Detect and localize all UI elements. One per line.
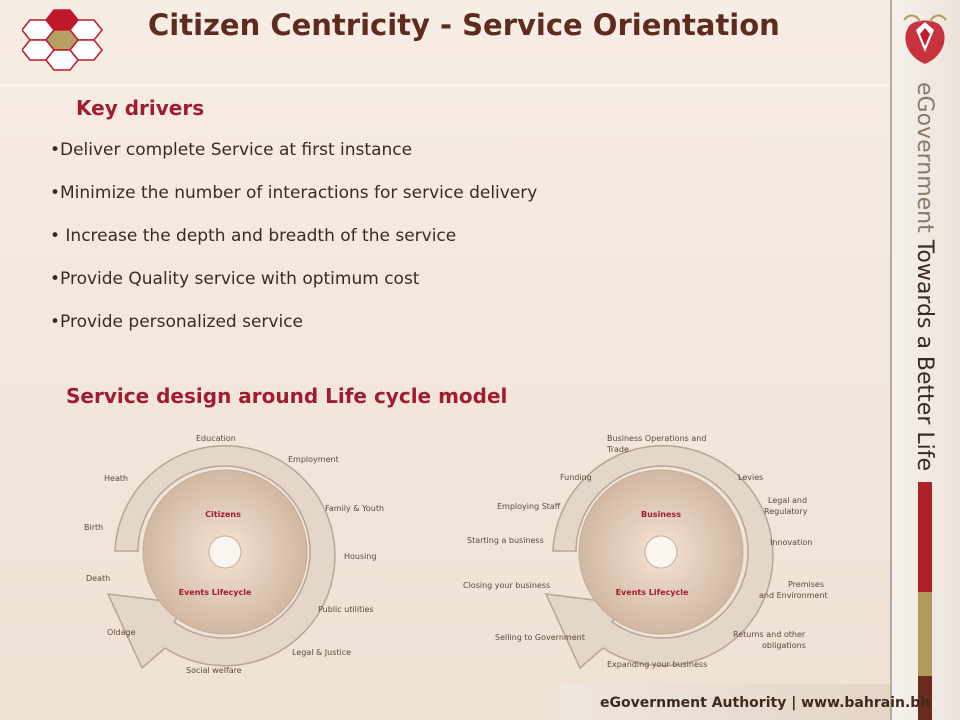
list-item: • Increase the depth and breadth of the … xyxy=(50,226,457,246)
center-label-bottom: Events Lifecycle xyxy=(179,588,252,597)
lifecycle-label: Expanding your business xyxy=(607,660,707,669)
lifecycle-label: Employment xyxy=(288,455,339,464)
lifecycle-heading: Service design around Life cycle model xyxy=(66,384,508,408)
lifecycle-label: Returns and other xyxy=(733,630,806,639)
slide: Citizen Centricity - Service Orientation… xyxy=(0,0,890,720)
lifecycle-label: Business Operations and xyxy=(607,434,706,443)
lifecycle-label: Funding xyxy=(560,473,592,482)
lifecycle-label: Legal and xyxy=(768,496,807,505)
footer-band xyxy=(560,684,890,720)
citizen-lifecycle-diagram: Citizens Events Lifecycle Education Empl… xyxy=(84,434,384,675)
lifecycle-arrow-ring xyxy=(544,445,774,670)
lifecycle-hub xyxy=(644,535,678,569)
business-lifecycle-diagram: Business Events Lifecycle Business Opera… xyxy=(463,434,828,670)
title-divider xyxy=(0,84,890,86)
list-item: •Deliver complete Service at first insta… xyxy=(50,140,413,160)
lifecycle-label: Education xyxy=(196,434,236,443)
list-item: •Provide Quality service with optimum co… xyxy=(50,269,420,289)
lifecycle-label: Oldage xyxy=(107,628,136,637)
lifecycle-label: Death xyxy=(86,574,110,583)
lifecycle-label: Birth xyxy=(84,523,103,532)
lifecycle-label: Innovation xyxy=(770,538,812,547)
lifecycle-label: Public utilities xyxy=(318,605,374,614)
center-label-top: Business xyxy=(641,510,681,519)
lifecycle-label: Starting a business xyxy=(467,536,544,545)
lifecycle-label: Legal & Justice xyxy=(292,648,351,657)
lifecycle-label: Levies xyxy=(738,473,763,482)
center-label-bottom: Events Lifecycle xyxy=(616,588,689,597)
lifecycle-label: Selling to Government xyxy=(495,633,585,642)
bahrain-emblem-icon xyxy=(903,14,947,64)
footer-text: eGovernment Authority | www.bahrain.bh xyxy=(600,695,931,711)
lifecycle-arrow-ring xyxy=(106,445,336,670)
sidebar-bar-red xyxy=(918,482,932,592)
sidebar-bar-gold xyxy=(918,592,932,676)
lifecycle-label: Housing xyxy=(344,552,377,561)
lifecycle-hub xyxy=(208,535,242,569)
list-item: •Provide personalized service xyxy=(50,312,304,332)
lifecycle-label: Heath xyxy=(104,474,128,483)
sidebar-bar-brown xyxy=(918,676,932,720)
key-drivers-heading: Key drivers xyxy=(76,96,205,120)
tagline-egov: eGovernment xyxy=(912,82,937,240)
lifecycle-label: Regulatory xyxy=(764,507,808,516)
lifecycle-label: obligations xyxy=(762,641,806,650)
tagline-rest: Towards a Better Life xyxy=(912,239,937,471)
lifecycle-label: Employing Staff xyxy=(497,502,561,511)
key-drivers-list: •Deliver complete Service at first insta… xyxy=(50,140,537,355)
list-item: •Minimize the number of interactions for… xyxy=(50,183,538,203)
page-title: Citizen Centricity - Service Orientation xyxy=(148,8,780,42)
hexagon-logo-icon xyxy=(22,9,103,71)
lifecycle-label: Social welfare xyxy=(186,666,242,675)
svg-text:eGovernment Towards a Better L: eGovernment Towards a Better Life xyxy=(912,82,937,471)
lifecycle-label: Family & Youth xyxy=(325,504,384,513)
lifecycle-label: and Environment xyxy=(759,591,828,600)
center-label-top: Citizens xyxy=(205,510,241,519)
sidebar-tagline: eGovernment Towards a Better Life xyxy=(912,82,937,471)
lifecycle-label: Closing your business xyxy=(463,581,550,590)
lifecycle-label: Premises xyxy=(788,580,824,589)
lifecycle-label: Trade xyxy=(606,445,629,454)
